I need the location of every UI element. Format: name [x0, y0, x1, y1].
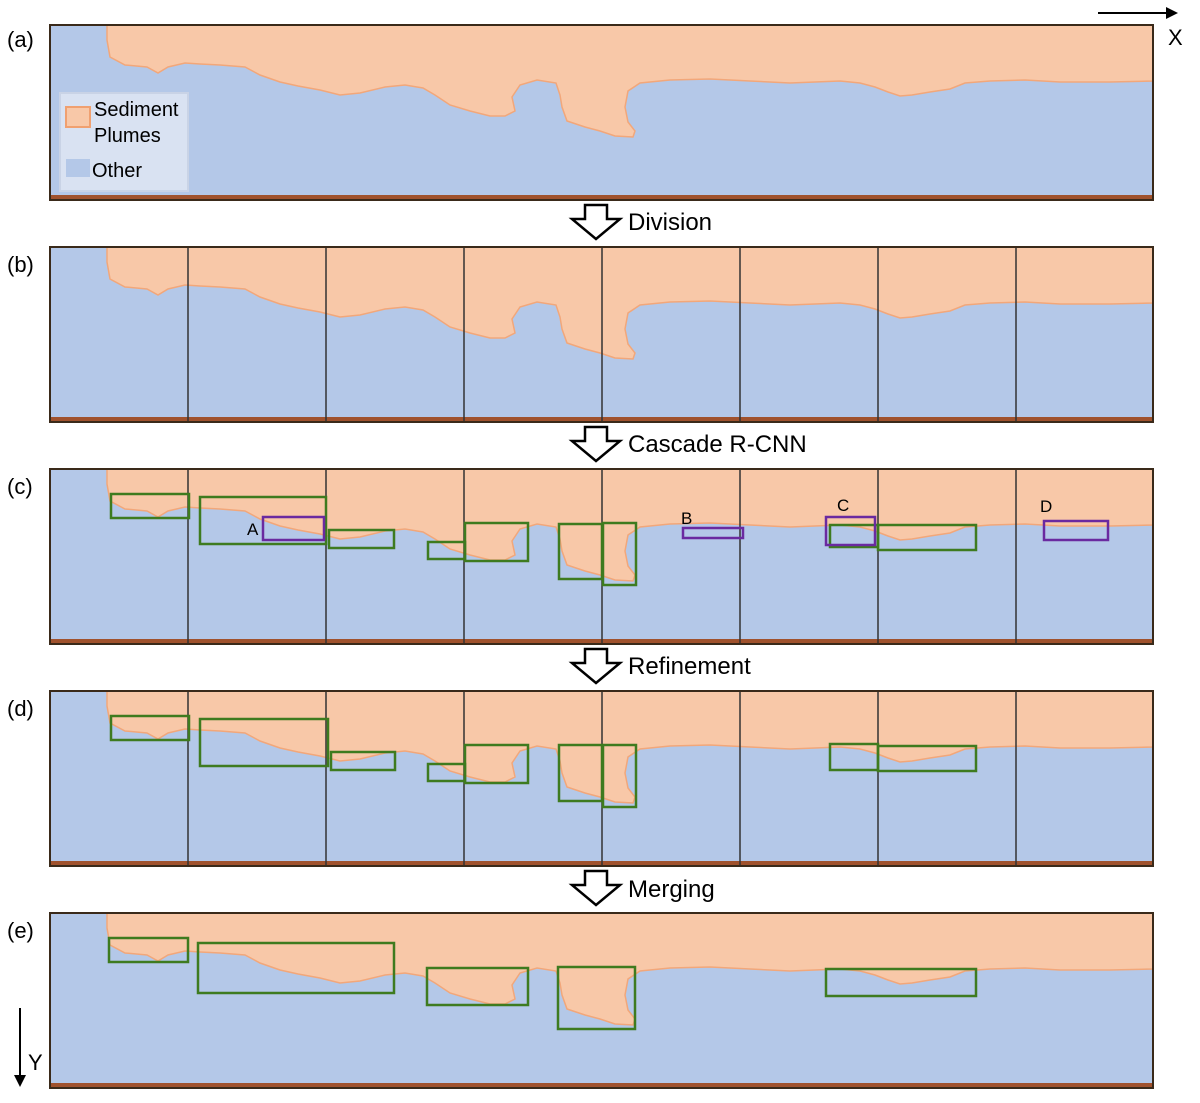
detection-box	[601, 743, 638, 809]
panel-label-a: (a)	[7, 27, 34, 52]
step-label-merging: Merging	[628, 876, 715, 903]
false-box-label-b: B	[681, 509, 692, 528]
detection-box	[329, 750, 397, 772]
false-box-label-c: C	[837, 496, 849, 515]
step-arrow-cascade-rcnn	[568, 425, 624, 463]
panel-a: Sediment Plumes Other	[49, 24, 1154, 201]
tile-grid	[187, 247, 1017, 422]
x-axis-arrow	[1098, 7, 1178, 19]
false-box-a	[261, 515, 326, 542]
step-arrow-refinement	[568, 647, 624, 685]
merged-box	[196, 941, 396, 995]
panel-b	[49, 246, 1154, 423]
false-box-b	[681, 526, 745, 540]
detection-box	[109, 492, 191, 520]
step-label-refinement: Refinement	[628, 653, 751, 680]
legend: Sediment Plumes Other	[59, 92, 189, 192]
x-axis-label: X	[1168, 25, 1183, 50]
legend-label-sediment-line2: Plumes	[94, 125, 161, 147]
detection-box	[198, 717, 330, 768]
detection-box	[463, 743, 530, 785]
false-box-c	[824, 515, 877, 547]
panel-e	[49, 912, 1154, 1089]
detection-box	[463, 521, 530, 563]
step-arrow-division	[568, 203, 624, 241]
legend-swatch-other	[66, 159, 90, 177]
false-box-d	[1042, 519, 1110, 542]
merged-box	[556, 965, 637, 1031]
panel-label-d: (d)	[7, 696, 34, 721]
detection-box	[601, 521, 638, 587]
panel-d	[49, 690, 1154, 867]
detection-box	[327, 528, 396, 550]
y-axis-arrow	[14, 1008, 26, 1087]
false-box-label-a: A	[247, 520, 259, 539]
detection-box	[876, 744, 978, 773]
legend-swatch-sediment	[65, 106, 91, 128]
panel-c: A B C D	[49, 468, 1154, 645]
y-axis-label: Y	[28, 1050, 43, 1075]
legend-label-other: Other	[92, 160, 142, 182]
legend-label-sediment-line1: Sediment	[94, 99, 179, 121]
panel-label-b: (b)	[7, 252, 34, 277]
merged-box	[107, 936, 190, 964]
step-label-division: Division	[628, 209, 712, 236]
detection-box	[109, 714, 191, 742]
panel-label-e: (e)	[7, 918, 34, 943]
panel-label-c: (c)	[7, 474, 33, 499]
detection-box	[198, 495, 328, 546]
step-arrow-merging	[568, 869, 624, 907]
step-label-cascade-rcnn: Cascade R-CNN	[628, 431, 807, 458]
false-box-label-d: D	[1040, 497, 1052, 516]
detection-box	[876, 523, 978, 552]
merged-box	[425, 966, 530, 1007]
merged-box	[824, 967, 978, 998]
